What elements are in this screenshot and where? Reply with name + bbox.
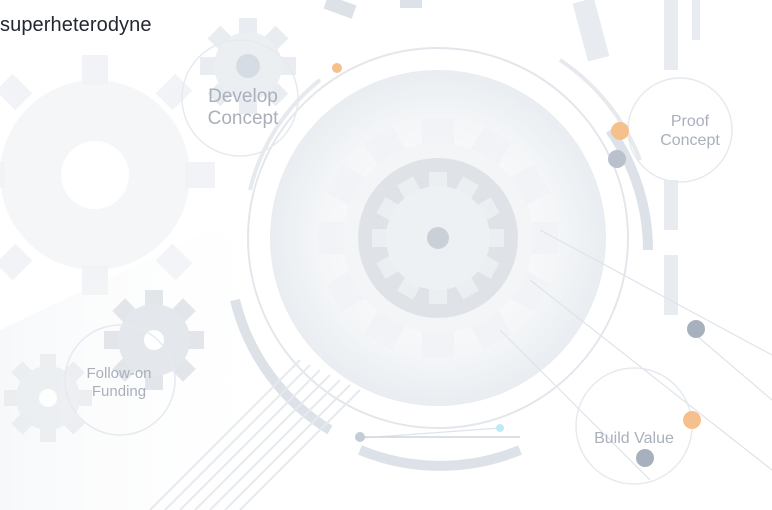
page-title: superheterodyne — [0, 14, 152, 36]
node-label-line: Develop — [208, 86, 278, 107]
node-label-line: Build Value — [594, 430, 674, 447]
node-label-line: Proof — [670, 113, 710, 130]
gear-icon — [0, 55, 215, 295]
gear-icon — [318, 118, 558, 358]
node-label-line: Concept — [207, 108, 279, 129]
node-proof-concept: Proof Concept — [640, 112, 740, 150]
node-follow-on-funding: Follow-on Funding — [64, 365, 174, 401]
node-label-line: Funding — [91, 383, 147, 400]
node-develop-concept: Develop Concept — [188, 86, 298, 130]
node-build-value: Build Value — [574, 430, 694, 448]
node-label-line: Follow-on — [86, 365, 152, 382]
gear-icon — [104, 290, 204, 390]
gear-icon — [4, 354, 92, 442]
node-label-line: Concept — [660, 132, 720, 149]
